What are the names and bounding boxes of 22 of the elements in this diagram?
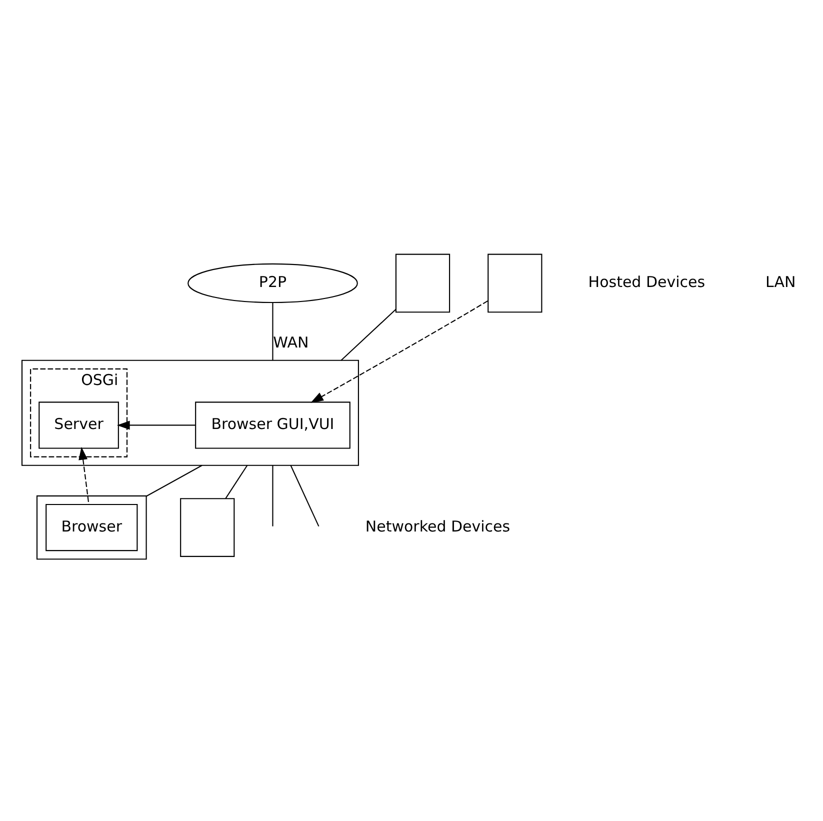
connector [146,464,202,496]
arrow [310,300,488,402]
label: Hosted Devices [588,272,706,291]
connector [290,464,320,526]
node-ellipse: P2P [188,262,358,303]
connector [340,308,396,360]
node-box [180,498,235,556]
edge-label: WAN [273,333,309,352]
connector [272,464,274,526]
connector [272,302,274,360]
label: Networked Devices [365,516,510,535]
label: LAN [766,272,796,291]
cluster [36,494,147,560]
arrow [78,446,90,504]
connector [225,464,248,498]
node-box: Browser GUI,VUI [195,401,350,448]
cluster [21,359,359,466]
node-box: Browser [46,503,138,551]
node-box [488,253,542,312]
node-box [395,253,450,312]
arrow [116,420,196,430]
node-box: Server [38,401,119,448]
